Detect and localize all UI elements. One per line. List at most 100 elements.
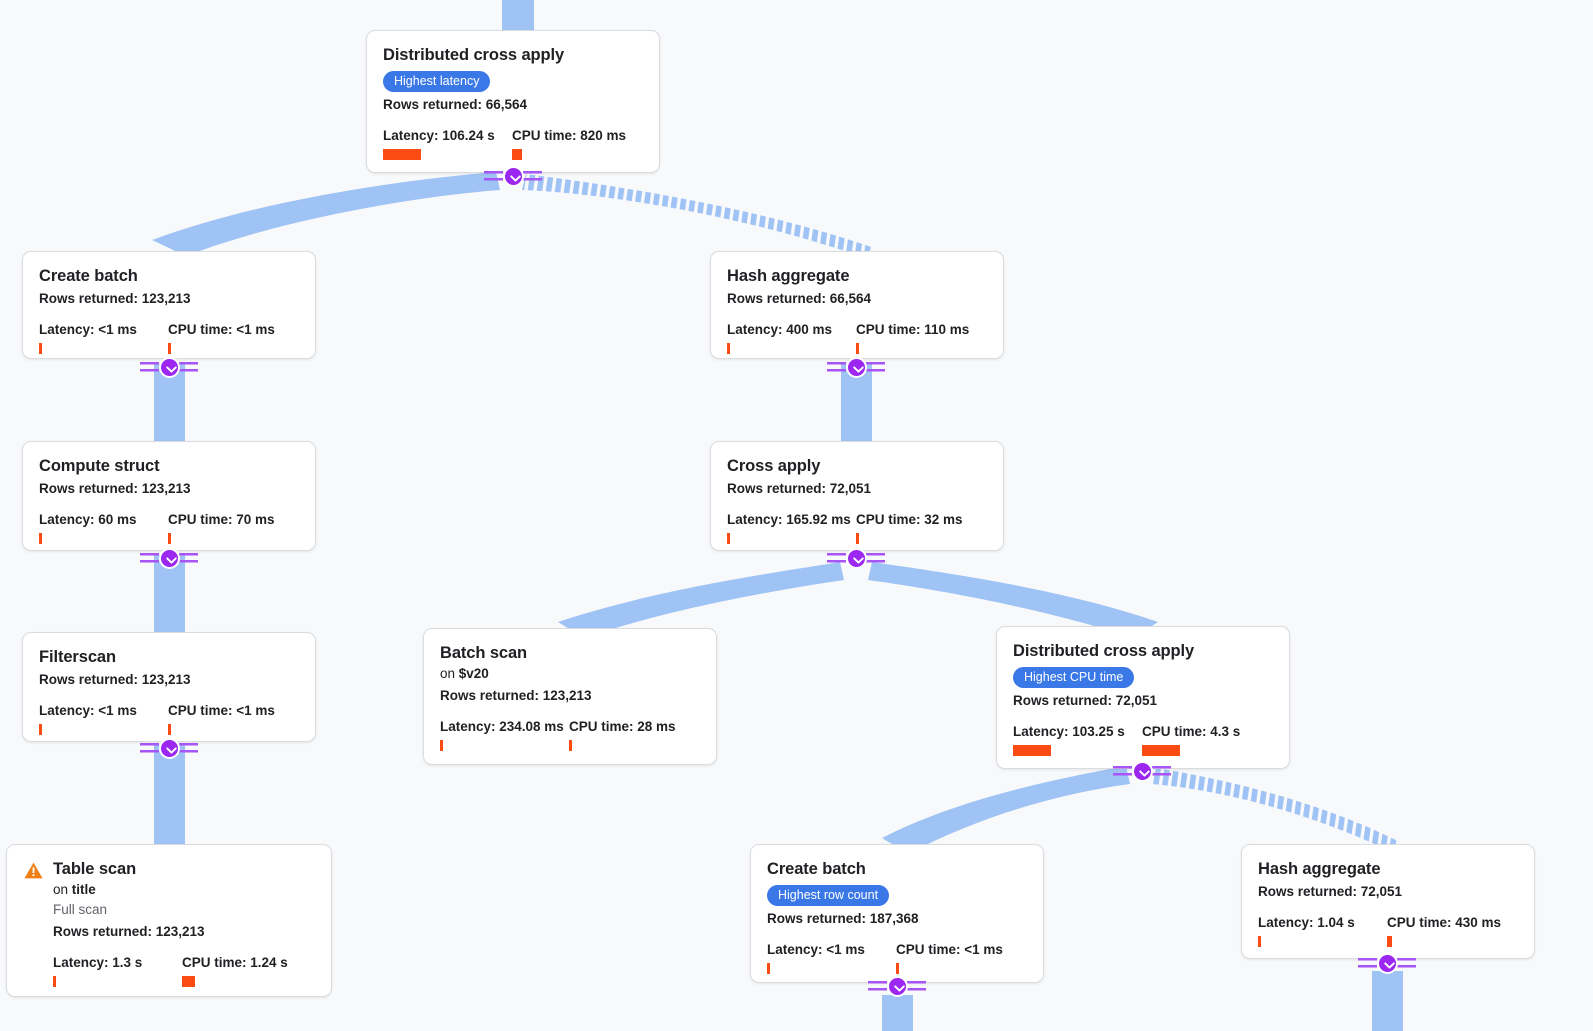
toggle-rail-right: [866, 552, 885, 565]
metric-cpu: CPU time: 28 ms: [569, 719, 698, 751]
toggle-rail-right: [866, 361, 885, 374]
chevron-down-icon[interactable]: [502, 165, 524, 187]
chevron-down-icon[interactable]: [158, 356, 180, 378]
metric-cpu: CPU time: 1.24 s: [182, 955, 311, 987]
expand-toggle-cross-apply[interactable]: [827, 547, 885, 569]
toggle-rail-right: [1397, 957, 1416, 970]
cpu-bar: [1142, 745, 1180, 756]
plan-node-hash-aggregate-lower[interactable]: Hash aggregate Rows returned: 72,051 Lat…: [1241, 844, 1535, 959]
cpu-bar: [168, 724, 171, 735]
metric-cpu: CPU time: 820 ms: [512, 128, 641, 160]
rows-returned: Rows returned: 123,213: [39, 481, 191, 496]
cpu-label: CPU time: <1 ms: [896, 942, 1003, 957]
toggle-rail-right: [1152, 765, 1171, 778]
chevron-down-icon[interactable]: [1376, 952, 1398, 974]
rows-returned: Rows returned: 123,213: [53, 924, 205, 939]
subtitle-target: title: [71, 882, 96, 897]
rows-returned: Rows returned: 123,213: [39, 291, 191, 306]
latency-label: Latency: 165.92 ms: [727, 512, 851, 527]
toggle-rail-left: [1358, 957, 1377, 970]
metric-latency: Latency: 234.08 ms: [440, 719, 569, 751]
rows-returned: Rows returned: 72,051: [1013, 693, 1158, 708]
latency-bar: [39, 343, 42, 354]
latency-label: Latency: <1 ms: [767, 942, 865, 957]
latency-label: Latency: 60 ms: [39, 512, 137, 527]
expand-toggle-create-batch-lower[interactable]: [868, 975, 926, 997]
plan-node-create-batch-left[interactable]: Create batch Rows returned: 123,213 Late…: [22, 251, 316, 359]
cpu-label: CPU time: 430 ms: [1387, 915, 1502, 930]
latency-bar: [1013, 745, 1051, 756]
plan-node-compute-struct[interactable]: Compute struct Rows returned: 123,213 La…: [22, 441, 316, 551]
chevron-down-icon[interactable]: [845, 547, 867, 569]
node-title: Compute struct: [39, 457, 160, 475]
toggle-rail-right: [179, 361, 198, 374]
toggle-rail-left: [484, 170, 503, 183]
metric-cpu: CPU time: 32 ms: [856, 512, 985, 544]
plan-node-batch-scan[interactable]: Batch scan on $v20 Rows returned: 123,21…: [423, 628, 717, 765]
edge-create-batch-lower-out: [882, 995, 913, 1031]
latency-bar: [1258, 936, 1261, 947]
node-title: Hash aggregate: [1258, 860, 1381, 878]
node-subtitle: on $v20: [440, 665, 700, 683]
subtitle-prefix: on: [440, 666, 459, 681]
cpu-label: CPU time: 32 ms: [856, 512, 963, 527]
toggle-rail-right: [523, 170, 542, 183]
metric-latency: Latency: 400 ms: [727, 322, 856, 354]
expand-toggle-compute-struct[interactable]: [140, 547, 198, 569]
chevron-down-icon[interactable]: [886, 975, 908, 997]
chevron-down-icon[interactable]: [158, 547, 180, 569]
plan-node-filterscan[interactable]: Filterscan Rows returned: 123,213 Latenc…: [22, 632, 316, 742]
expand-toggle-filterscan[interactable]: [140, 737, 198, 759]
toggle-rail-left: [1113, 765, 1132, 778]
expand-toggle-hash-aggregate-lower[interactable]: [1358, 952, 1416, 974]
plan-node-cross-apply[interactable]: Cross apply Rows returned: 72,051 Latenc…: [710, 441, 1004, 551]
cpu-label: CPU time: 28 ms: [569, 719, 676, 734]
node-title: Hash aggregate: [727, 267, 850, 285]
chevron-down-icon[interactable]: [845, 356, 867, 378]
metrics-row: Latency: 106.24 s CPU time: 820 ms: [383, 128, 643, 160]
status-badge: Highest CPU time: [1013, 667, 1135, 688]
plan-node-table-scan[interactable]: Table scan on title Full scan Rows retur…: [6, 844, 332, 997]
metrics-row: Latency: 165.92 ms CPU time: 32 ms: [727, 512, 987, 544]
node-subtitle: on title: [53, 881, 315, 899]
plan-node-hash-aggregate-upper[interactable]: Hash aggregate Rows returned: 66,564 Lat…: [710, 251, 1004, 359]
latency-bar: [383, 149, 421, 160]
edge-dca-to-create-batch: [882, 766, 1130, 854]
metric-latency: Latency: <1 ms: [39, 703, 168, 735]
edge-dca-to-hash-aggregate: [1152, 768, 1400, 850]
expand-toggle-hash-aggregate-upper[interactable]: [827, 356, 885, 378]
cpu-bar: [168, 343, 171, 354]
metric-latency: Latency: <1 ms: [767, 942, 896, 974]
latency-label: Latency: 234.08 ms: [440, 719, 564, 734]
toggle-rail-left: [140, 361, 159, 374]
latency-label: Latency: 1.3 s: [53, 955, 143, 970]
cpu-label: CPU time: <1 ms: [168, 703, 275, 718]
rows-returned: Rows returned: 187,368: [767, 911, 919, 926]
node-title: Batch scan: [440, 644, 528, 662]
plan-node-distributed-cross-apply-root[interactable]: Distributed cross apply Highest latency …: [366, 30, 660, 173]
metrics-row: Latency: <1 ms CPU time: <1 ms: [39, 322, 299, 354]
cpu-label: CPU time: 1.24 s: [182, 955, 288, 970]
plan-node-distributed-cross-apply-inner[interactable]: Distributed cross apply Highest CPU time…: [996, 626, 1290, 769]
latency-label: Latency: 106.24 s: [383, 128, 495, 143]
cpu-label: CPU time: 70 ms: [168, 512, 275, 527]
expand-toggle-create-batch-left[interactable]: [140, 356, 198, 378]
cpu-bar: [512, 149, 522, 160]
chevron-down-icon[interactable]: [158, 737, 180, 759]
metric-latency: Latency: 1.04 s: [1258, 915, 1387, 947]
toggle-rail-right: [907, 980, 926, 993]
node-title: Filterscan: [39, 648, 116, 666]
metrics-row: Latency: 1.04 s CPU time: 430 ms: [1258, 915, 1518, 947]
metrics-row: Latency: 60 ms CPU time: 70 ms: [39, 512, 299, 544]
metric-latency: Latency: 60 ms: [39, 512, 168, 544]
expand-toggle-distributed-cross-apply-inner[interactable]: [1113, 760, 1171, 782]
metric-cpu: CPU time: 110 ms: [856, 322, 985, 354]
metric-cpu: CPU time: <1 ms: [168, 322, 297, 354]
node-title: Cross apply: [727, 457, 821, 475]
chevron-down-icon[interactable]: [1131, 760, 1153, 782]
warning-triangle-icon: [24, 862, 43, 879]
latency-bar: [440, 740, 443, 751]
plan-node-create-batch-lower[interactable]: Create batch Highest row count Rows retu…: [750, 844, 1044, 983]
expand-toggle-distributed-cross-apply-root[interactable]: [484, 165, 542, 187]
